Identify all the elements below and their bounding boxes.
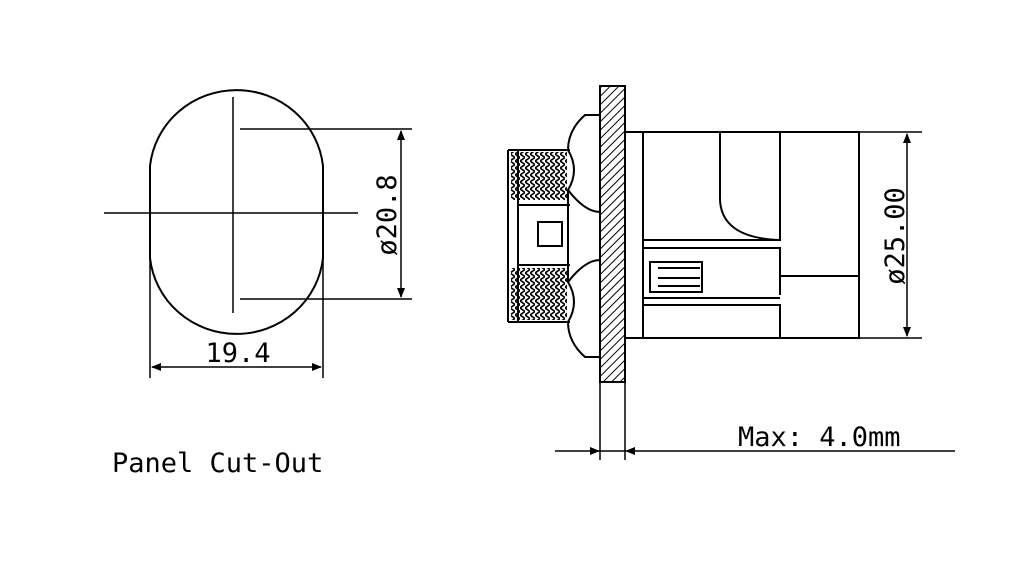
connector-side-view <box>507 85 955 460</box>
panel-cutout-view <box>104 89 412 378</box>
cutout-height-label: ø20.8 <box>372 174 403 255</box>
max-panel-thickness-label: Max: 4.0mm <box>738 422 901 453</box>
cutout-width-label: 19.4 <box>205 338 270 369</box>
cutout-caption: Panel Cut-Out <box>112 448 323 479</box>
hex-nut <box>566 114 601 358</box>
cutout-outline <box>149 89 324 335</box>
contact-pin <box>649 261 703 293</box>
connector-body <box>624 131 860 339</box>
connector-diameter-label: ø25.00 <box>880 187 911 285</box>
thread-bottom <box>511 268 567 320</box>
panel-section <box>599 85 626 383</box>
thread-top <box>511 152 567 200</box>
key-slot <box>537 221 563 247</box>
